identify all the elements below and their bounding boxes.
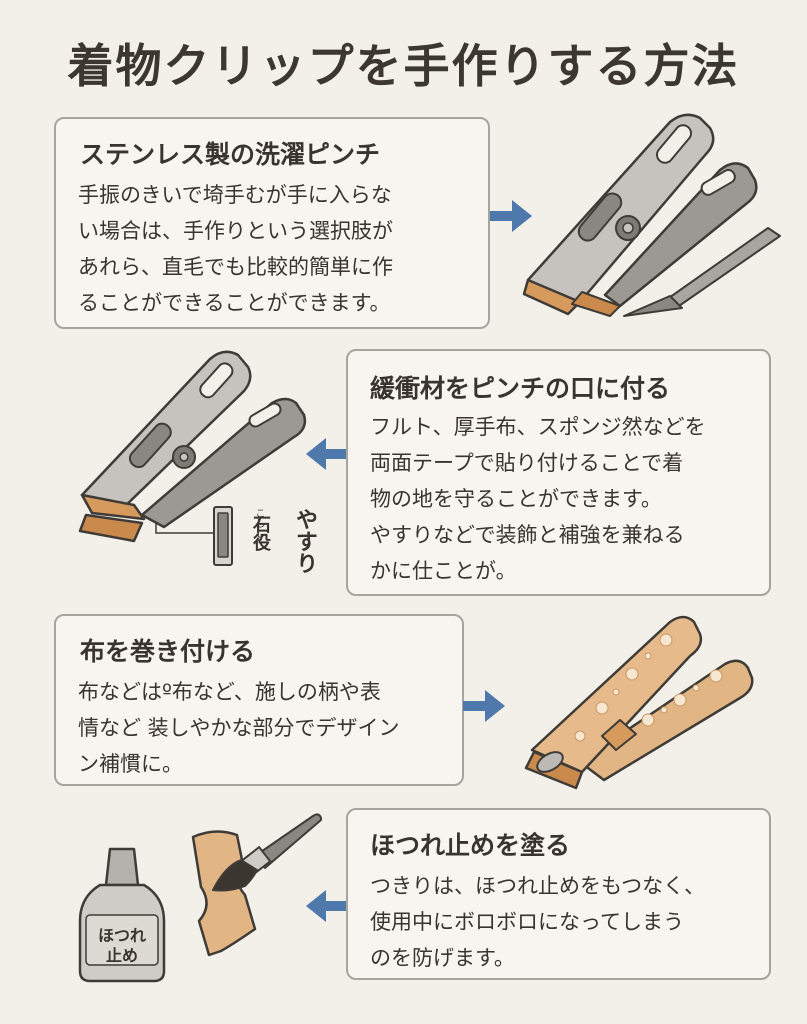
fray-stopper-bottle-illustration [78, 847, 166, 983]
bottle-label-line: ほつれ [97, 926, 146, 945]
stainless-clothespin-illustration [522, 113, 781, 317]
step-text-line: 布などはº布など、施しの柄や表 [78, 680, 381, 704]
step-description: 布などはº布など、施しの柄や表 情など 装しやかな部分でデザイン ン補慣に。 [78, 674, 399, 782]
step-card-stainless-pinch: ステンレス製の洗濯ピンチ 手振のきいで埼手むが手に入らな い場合は、手作りという… [54, 117, 490, 329]
file-tool-icon [213, 506, 233, 566]
step-text-line: のを防げます。 [370, 946, 515, 970]
step-card-cushion-material: 緩衝材をピンチの口に付る フルト、厚手布、スポンジ然などを 両面テープで貼り付け… [346, 349, 771, 596]
clothespin-with-felt-illustration [78, 350, 307, 543]
file-small-label: こしし [253, 508, 264, 538]
step-card-wrap-fabric: 布を巻き付ける 布などはº布など、施しの柄や表 情など 装しやかな部分でデザイン… [54, 614, 464, 786]
step-text-line: フルト、厚手布、スポンジ然などを [370, 415, 706, 439]
step-text-line: ることができることができます。 [78, 291, 391, 315]
arrow-right-icon [463, 690, 505, 722]
arrow-left-icon [306, 438, 348, 470]
page-title: 着物クリップを手作りする方法 [67, 39, 740, 93]
step-text-line: 手振のきいで埼手むが手に入らな [78, 183, 392, 207]
fabric-wrapped-clothespin-illustration [524, 615, 754, 790]
yasuri-label: やすり [292, 508, 317, 574]
step-description: つきりは、ほつれ止めをもつなく、 使用中にボロボロになってしまう のを防げます。 [370, 868, 705, 976]
step-text-line: 使用中にボロボロになってしまう [370, 910, 684, 934]
step-text-line: い場合は、手作りという選択肢が [78, 219, 393, 243]
step-text-line: ン補慣に。 [78, 752, 183, 776]
step-text-line: やすりなどで装飾と補強を兼ねる [370, 523, 685, 547]
step-text-line: 物の地を守ることができます。 [370, 487, 662, 511]
step-heading: ステンレス製の洗濯ピンチ [80, 140, 381, 169]
step-text-line: 情など 装しやかな部分でデザイン [78, 716, 400, 740]
step-text-line: つきりは、ほつれ止めをもつなく、 [370, 874, 706, 898]
step-text-line: かに仕ことが。 [370, 559, 517, 583]
brush-icon [212, 813, 322, 892]
step-card-fray-stopper: ほつれ止めを塗る つきりは、ほつれ止めをもつなく、 使用中にボロボロになってしま… [346, 808, 771, 980]
arrow-right-icon [490, 200, 532, 232]
step-text-line: あれら、直毛でも比較的簡単に作 [78, 255, 393, 279]
step-description: 手振のきいで埼手むが手に入らな い場合は、手作りという選択肢が あれら、直毛でも… [78, 177, 393, 321]
arrow-left-icon [306, 890, 348, 922]
bottle-label-line: 止め [105, 946, 138, 965]
step-heading: 緩衝材をピンチの口に付る [370, 374, 671, 403]
step-heading: 布を巻き付ける [80, 637, 256, 666]
file-label: 石役 [250, 515, 271, 551]
step-heading: ほつれ止めを塗る [370, 831, 571, 860]
step-text-line: 両面テープで貼り付けることで着 [370, 451, 684, 475]
step-description: フルト、厚手布、スポンジ然などを 両面テープで貼り付けることで着 物の地を守るこ… [370, 409, 706, 589]
